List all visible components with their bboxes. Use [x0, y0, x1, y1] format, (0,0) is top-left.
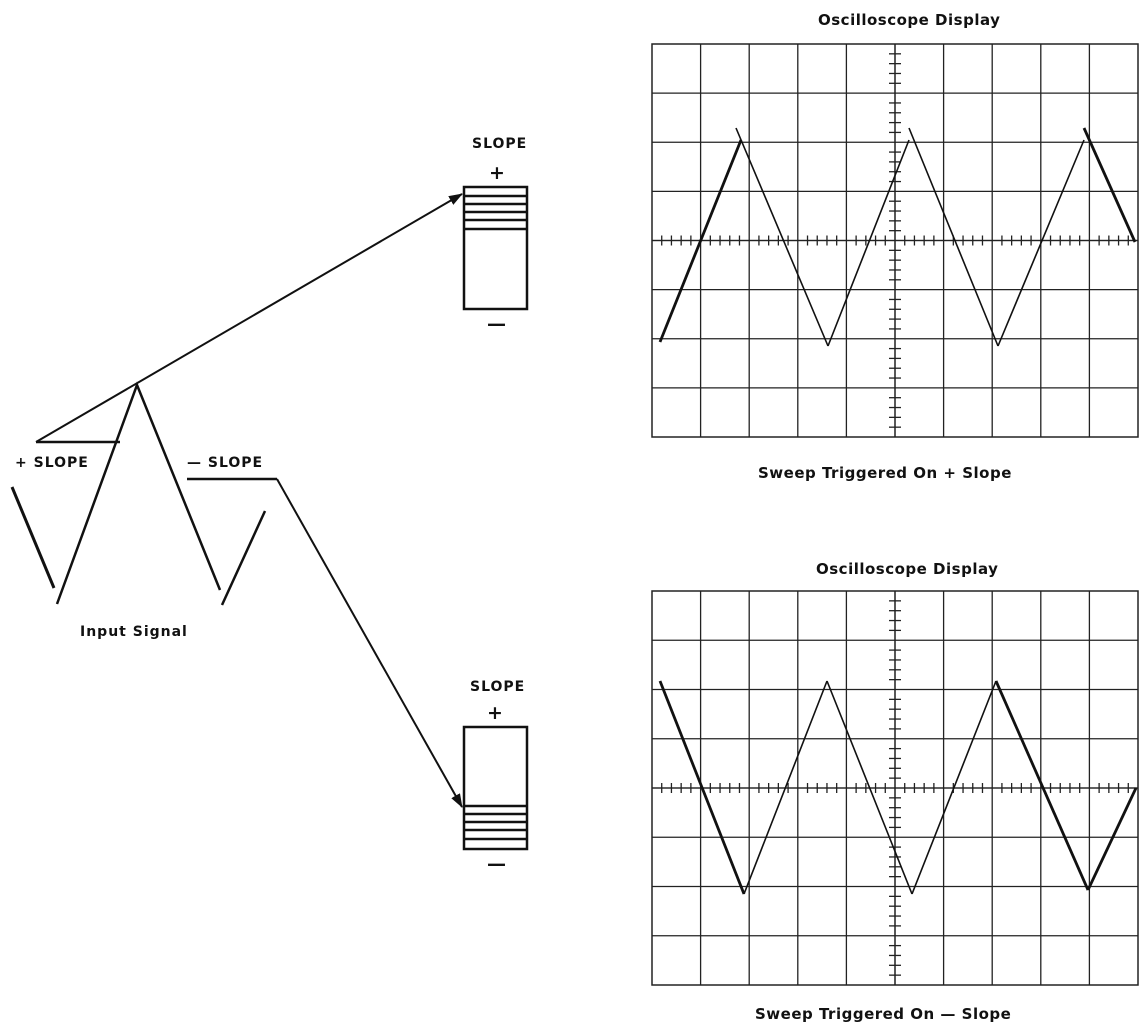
input-signal-waveform — [10, 381, 267, 606]
plus-slope-label: + SLOPE — [15, 455, 89, 471]
switch-top-plus: + — [489, 162, 505, 184]
plus-slope-marker — [35, 193, 463, 444]
scope-top-graticule — [651, 43, 1139, 438]
slope-switch-bottom[interactable]: SLOPE + — — [462, 679, 529, 875]
switch-bottom-plus: + — [487, 702, 503, 724]
scope-top-trace — [658, 127, 1137, 347]
slope-switch-top[interactable]: SLOPE + — — [462, 136, 529, 335]
scope-top-caption: Sweep Triggered On + Slope — [758, 464, 1012, 482]
minus-slope-label: — SLOPE — [187, 455, 263, 471]
scope-bottom-graticule — [651, 590, 1139, 986]
switch-bottom-lever — [464, 804, 527, 841]
input-signal-label: Input Signal — [80, 624, 188, 640]
scope-top-title: Oscilloscope Display — [818, 11, 1000, 29]
scope-bottom-caption: Sweep Triggered On — Slope — [755, 1005, 1011, 1023]
switch-bottom-minus: — — [487, 853, 506, 875]
scope-bottom-title: Oscilloscope Display — [816, 560, 998, 578]
minus-slope-marker — [187, 477, 463, 808]
switch-bottom-title: SLOPE — [470, 679, 525, 695]
switch-top-lever — [464, 194, 527, 231]
scope-bottom-trace — [658, 680, 1138, 895]
switch-top-minus: — — [487, 313, 506, 335]
scope-bottom: Oscilloscope Display Sweep Triggered On … — [651, 560, 1139, 1023]
scope-top: Oscilloscope Display Sweep Triggered On … — [651, 11, 1139, 482]
switch-top-title: SLOPE — [472, 136, 527, 152]
